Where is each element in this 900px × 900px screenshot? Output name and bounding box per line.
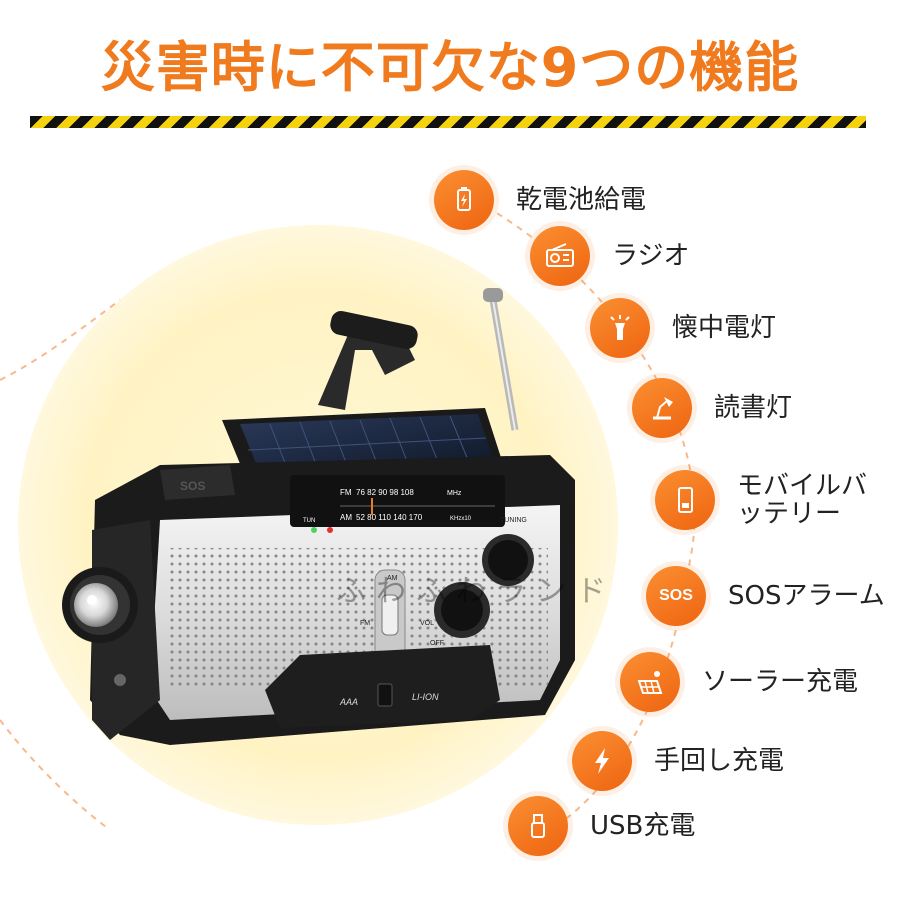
battery-icon bbox=[434, 170, 494, 230]
feature-label-usb: USB充電 bbox=[590, 811, 696, 841]
feature-battery: 乾電池給電 bbox=[434, 170, 646, 230]
am-scale: 52 80 110 140 170 bbox=[356, 513, 423, 522]
svg-text:FM: FM bbox=[360, 620, 370, 627]
solar-panel-icon bbox=[620, 652, 680, 712]
hazard-stripe bbox=[30, 116, 866, 128]
feature-hand-crank: 手回し充電 bbox=[572, 731, 784, 791]
watermark: ふわふわランド bbox=[336, 574, 616, 609]
feature-reading-lamp: 読書灯 bbox=[632, 378, 792, 438]
reading-lamp-icon bbox=[632, 378, 692, 438]
feature-label-hand-crank: 手回し充電 bbox=[654, 746, 785, 776]
svg-text:AM: AM bbox=[387, 575, 398, 582]
tuning-led-icon bbox=[311, 527, 317, 533]
feature-label-battery: 乾電池給電 bbox=[516, 185, 647, 215]
hand-crank bbox=[318, 310, 418, 410]
feature-mobile-battery: モバイルバ ッテリー bbox=[655, 470, 867, 530]
fm-unit: MHz bbox=[447, 490, 462, 497]
radio-icon bbox=[530, 226, 590, 286]
feature-flashlight: 懐中電灯 bbox=[590, 298, 776, 358]
svg-text:OFF: OFF bbox=[430, 640, 444, 647]
band-switch: AM FM bbox=[360, 569, 406, 671]
charge-led-icon bbox=[327, 527, 333, 533]
antenna bbox=[483, 288, 519, 431]
tuning-display: FM 76 82 90 98 108 MHz AM 52 80 110 140 … bbox=[290, 475, 505, 533]
svg-text:VOL: VOL bbox=[420, 620, 434, 627]
feature-label-mobile-battery-line1: モバイルバ bbox=[737, 471, 868, 501]
fm-label: FM bbox=[340, 488, 352, 497]
usb-port-icon bbox=[114, 674, 126, 686]
usb-icon bbox=[508, 796, 568, 856]
mobile-battery-icon bbox=[655, 470, 715, 530]
tuning-knob: TUNING bbox=[482, 517, 534, 586]
feature-usb: USB充電 bbox=[508, 796, 695, 856]
flashlight-head bbox=[62, 520, 160, 740]
svg-text:AAA: AAA bbox=[339, 697, 358, 707]
tun-label: TUN bbox=[303, 518, 315, 524]
sos-icon: SOS bbox=[646, 566, 706, 626]
feature-sos: SOS SOSアラーム bbox=[646, 566, 885, 626]
feature-label-radio: ラジオ bbox=[612, 241, 690, 271]
lightning-icon bbox=[572, 731, 632, 791]
flashlight-icon bbox=[590, 298, 650, 358]
feature-solar: ソーラー充電 bbox=[620, 652, 858, 712]
svg-text:LI-ION: LI-ION bbox=[412, 692, 439, 702]
am-unit: KHzx10 bbox=[450, 516, 472, 522]
page-title: 災害時に不可欠な9つの機能 bbox=[100, 36, 800, 99]
feature-label-flashlight: 懐中電灯 bbox=[672, 313, 777, 343]
feature-label-mobile-battery: モバイルバ ッテリー bbox=[737, 472, 867, 528]
feature-radio: ラジオ bbox=[530, 226, 689, 286]
fm-scale: 76 82 90 98 108 bbox=[356, 488, 414, 497]
sos-button: SOS bbox=[160, 465, 235, 500]
volume-knob: OFF VOL bbox=[420, 582, 490, 647]
feature-label-solar: ソーラー充電 bbox=[702, 667, 859, 697]
feature-label-reading-lamp: 読書灯 bbox=[714, 393, 793, 423]
svg-text:SOS: SOS bbox=[180, 479, 205, 493]
power-switch-panel: AAA LI-ION bbox=[265, 645, 500, 728]
am-label: AM bbox=[340, 513, 352, 522]
feature-label-sos: SOSアラーム bbox=[728, 581, 885, 611]
feature-label-mobile-battery-line2: ッテリー bbox=[737, 499, 842, 529]
svg-text:TUNING: TUNING bbox=[500, 517, 527, 524]
